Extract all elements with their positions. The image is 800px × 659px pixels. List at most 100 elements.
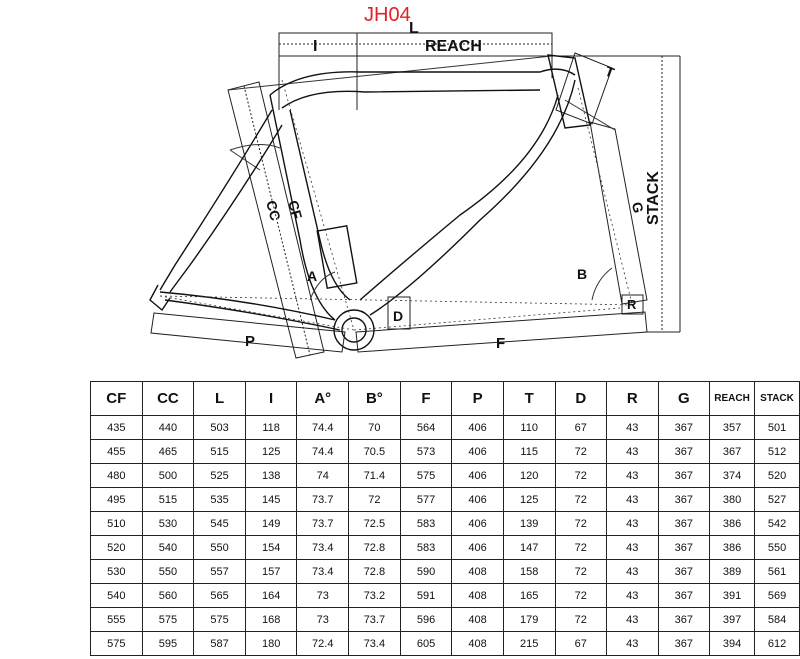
table-cell: 510 bbox=[90, 511, 143, 536]
table-cell: 565 bbox=[193, 583, 246, 608]
front-axle-box bbox=[621, 294, 644, 315]
table-cell: 110 bbox=[502, 415, 556, 440]
table-cell: 530 bbox=[141, 511, 195, 536]
table-cell: 72.8 bbox=[348, 535, 401, 560]
table-cell: 43 bbox=[606, 535, 659, 560]
table-cell: 575 bbox=[90, 631, 143, 656]
table-cell: 535 bbox=[193, 487, 246, 512]
table-cell: 561 bbox=[754, 559, 800, 584]
table-cell: 595 bbox=[141, 631, 195, 656]
label-f: F bbox=[496, 335, 505, 352]
column-header: D bbox=[554, 381, 608, 416]
label-p: P bbox=[245, 333, 255, 350]
label-a: A bbox=[307, 268, 317, 284]
table-cell: 72 bbox=[348, 487, 401, 512]
table-cell: 590 bbox=[399, 559, 453, 584]
table-cell: 138 bbox=[244, 463, 298, 488]
table-cell: 389 bbox=[709, 559, 756, 584]
construction-lines bbox=[159, 79, 636, 331]
label-i: I bbox=[313, 38, 317, 55]
table-cell: 164 bbox=[244, 583, 298, 608]
column-header: CF bbox=[90, 381, 143, 416]
table-cell: 480 bbox=[90, 463, 143, 488]
table-cell: 440 bbox=[141, 415, 195, 440]
table-cell: 515 bbox=[193, 439, 246, 464]
table-cell: 73 bbox=[296, 583, 350, 608]
table-cell: 515 bbox=[141, 487, 195, 512]
column-header: G bbox=[657, 381, 711, 416]
table-cell: 165 bbox=[502, 583, 556, 608]
frame-outline-guides bbox=[227, 55, 616, 171]
table-cell: 74.4 bbox=[296, 439, 350, 464]
table-cell: 512 bbox=[754, 439, 800, 464]
table-cell: 74.4 bbox=[296, 415, 350, 440]
column-header: T bbox=[502, 381, 556, 416]
table-cell: 73.4 bbox=[296, 535, 350, 560]
table-cell: 43 bbox=[606, 415, 659, 440]
table-cell: 394 bbox=[709, 631, 756, 656]
table-cell: 577 bbox=[399, 487, 453, 512]
table-cell: 406 bbox=[451, 463, 504, 488]
table-cell: 72.5 bbox=[348, 511, 401, 536]
table-cell: 587 bbox=[193, 631, 246, 656]
table-cell: 367 bbox=[657, 535, 711, 560]
table-cell: 367 bbox=[657, 511, 711, 536]
table-cell: 357 bbox=[709, 415, 756, 440]
table-cell: 367 bbox=[657, 583, 711, 608]
table-cell: 569 bbox=[754, 583, 800, 608]
table-cell: 557 bbox=[193, 559, 246, 584]
table-cell: 560 bbox=[141, 583, 195, 608]
table-cell: 525 bbox=[193, 463, 246, 488]
table-cell: 584 bbox=[754, 607, 800, 632]
table-cell: 406 bbox=[451, 439, 504, 464]
table-cell: 455 bbox=[90, 439, 143, 464]
table-cell: 435 bbox=[90, 415, 143, 440]
model-title: JH04 bbox=[364, 4, 411, 26]
table-cell: 367 bbox=[657, 607, 711, 632]
stack-dimension bbox=[552, 55, 681, 333]
table-cell: 520 bbox=[754, 463, 800, 488]
table-cell: 73.2 bbox=[348, 583, 401, 608]
table-cell: 73.7 bbox=[296, 511, 350, 536]
table-cell: 118 bbox=[244, 415, 298, 440]
table-cell: 545 bbox=[193, 511, 246, 536]
table-cell: 43 bbox=[606, 439, 659, 464]
table-cell: 72 bbox=[554, 439, 608, 464]
table-cell: 495 bbox=[90, 487, 143, 512]
table-cell: 67 bbox=[554, 631, 608, 656]
table-cell: 408 bbox=[451, 631, 504, 656]
table-cell: 73.4 bbox=[348, 631, 401, 656]
table-cell: 406 bbox=[451, 487, 504, 512]
table-cell: 72 bbox=[554, 487, 608, 512]
table-cell: 67 bbox=[554, 415, 608, 440]
table-cell: 408 bbox=[451, 583, 504, 608]
table-cell: 73 bbox=[296, 607, 350, 632]
seat-tube-boxes bbox=[227, 81, 325, 359]
table-cell: 465 bbox=[141, 439, 195, 464]
table-cell: 596 bbox=[399, 607, 453, 632]
table-cell: 72 bbox=[554, 511, 608, 536]
table-cell: 72 bbox=[554, 607, 608, 632]
table-cell: 591 bbox=[399, 583, 453, 608]
table-cell: 70.5 bbox=[348, 439, 401, 464]
label-d: D bbox=[393, 308, 403, 324]
table-cell: 406 bbox=[451, 415, 504, 440]
table-cell: 215 bbox=[502, 631, 556, 656]
table-cell: 612 bbox=[754, 631, 800, 656]
table-cell: 72 bbox=[554, 583, 608, 608]
table-cell: 573 bbox=[399, 439, 453, 464]
table-cell: 380 bbox=[709, 487, 756, 512]
label-cf: CF bbox=[285, 199, 305, 222]
table-cell: 125 bbox=[502, 487, 556, 512]
table-cell: 583 bbox=[399, 511, 453, 536]
label-l: L bbox=[409, 20, 419, 37]
column-header: CC bbox=[141, 381, 195, 416]
